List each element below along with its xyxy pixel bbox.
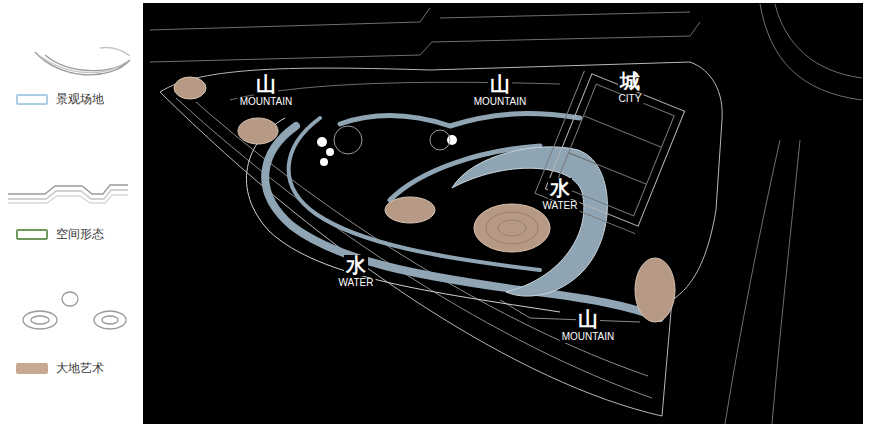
water-stream (340, 114, 580, 126)
water (246, 114, 660, 318)
legend-text: 空间形态 (56, 226, 104, 243)
legend-text: 大地艺术 (56, 360, 104, 377)
legend-row: 大地艺术 (16, 360, 104, 377)
ellipse-icon (62, 292, 78, 306)
earth-art-disc (238, 118, 278, 144)
crescent-icon (40, 56, 126, 73)
road-line (772, 140, 800, 424)
ellipse-icon (94, 311, 126, 329)
pavilion (320, 158, 328, 166)
zone-character: 山 (254, 74, 278, 95)
zone-name: MOUNTAIN (238, 97, 295, 108)
road-line (440, 12, 690, 18)
pavilion (447, 135, 457, 145)
water-edge (246, 118, 560, 312)
zone-name: CITY (617, 94, 644, 105)
zigzag-icon (8, 195, 128, 203)
pavilion (326, 148, 334, 156)
earth-art-disc (174, 77, 206, 99)
contour-line (176, 98, 652, 398)
ellipse-icon (102, 316, 118, 324)
pavilion (317, 137, 327, 147)
zone-character: 山 (488, 74, 512, 95)
earth-art-disc (635, 258, 675, 322)
water-stream (265, 126, 660, 318)
zone-name: WATER (337, 278, 376, 289)
road-line (150, 22, 700, 62)
pavilion-ring (430, 130, 450, 150)
water-crescent (452, 147, 607, 296)
legend-swatch (16, 229, 48, 240)
legend-text: 景观场地 (56, 91, 104, 108)
earth-art-disc (385, 197, 435, 223)
earth-art-ring (486, 212, 538, 244)
plan-ground (143, 3, 863, 424)
zone-name: WATER (541, 201, 580, 212)
ellipse-icon (23, 311, 57, 329)
zone-character: 水 (548, 178, 572, 199)
earth-art-ring (498, 220, 526, 236)
zone-name: MOUNTAIN (560, 332, 617, 343)
crescent-icon (100, 47, 130, 56)
zigzag-icon (8, 185, 128, 194)
roads (150, 4, 862, 424)
contour-line (196, 102, 648, 376)
building-edge (535, 71, 685, 234)
pavilion-ring (334, 126, 362, 154)
legend-row: 景观场地 (16, 91, 104, 108)
road-line (725, 140, 780, 424)
legend-swatch (16, 363, 48, 374)
earth-art (174, 77, 675, 322)
zone-character: 山 (576, 309, 600, 330)
zone-name: MOUNTAIN (472, 97, 529, 108)
boundary-line (160, 62, 722, 416)
road-line (760, 4, 862, 100)
pavilions (317, 126, 457, 166)
ellipse-icon (31, 316, 49, 324)
legend-swatch (16, 94, 48, 105)
legend-row: 空间形态 (16, 226, 104, 243)
building (535, 71, 685, 234)
road-line (150, 8, 430, 30)
building-grid (569, 116, 662, 185)
earth-art-disc (474, 204, 550, 252)
zone-character: 城 (618, 71, 642, 92)
legend-icons (8, 47, 130, 329)
building-outline (556, 84, 674, 216)
zone-character: 水 (344, 255, 368, 276)
crescent-icon (35, 52, 130, 75)
site-boundary (160, 62, 722, 416)
